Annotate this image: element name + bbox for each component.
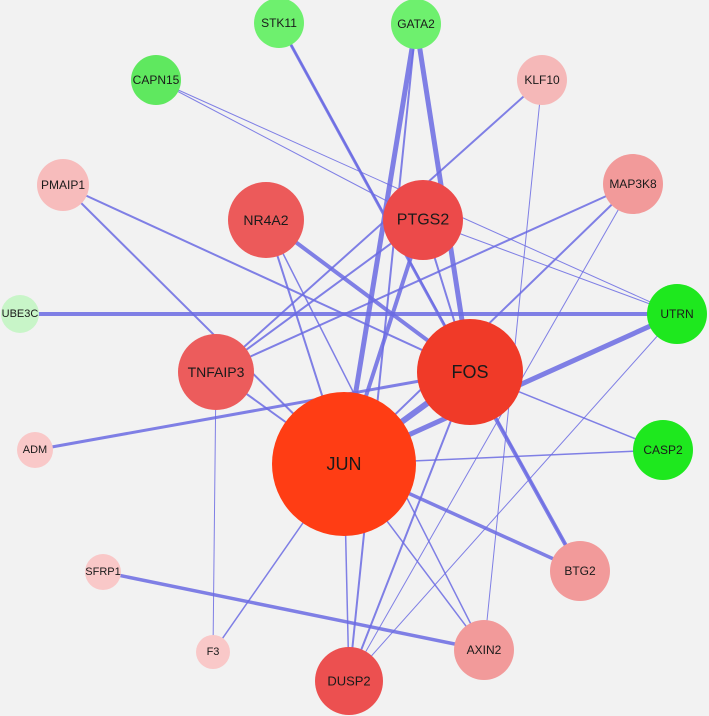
node-label: CASP2 (643, 443, 683, 457)
node-circle (17, 432, 53, 468)
node-label: STK11 (261, 16, 297, 30)
node-circle (254, 0, 304, 48)
node-label: DUSP2 (327, 674, 370, 689)
node-label: TNFAIP3 (188, 364, 245, 380)
node-circle (603, 154, 663, 214)
node-label: F3 (207, 646, 220, 658)
node-label: CAPN15 (133, 73, 180, 87)
node-circle (1, 295, 39, 333)
node-btg2: BTG2 (550, 541, 610, 601)
node-pmaip1: PMAIP1 (37, 159, 89, 211)
node-circle (383, 180, 463, 260)
edge-capn15-ptgs2 (155, 79, 424, 221)
edge-klf10-tnfaip3 (215, 79, 543, 373)
edge-ptgs2-utrn (422, 219, 678, 315)
edge-gata2-dusp2 (348, 23, 417, 682)
edge-fos-dusp2 (348, 371, 471, 682)
node-circle (85, 554, 121, 590)
node-stk11: STK11 (254, 0, 304, 48)
edge-map3k8-dusp2 (348, 183, 634, 682)
node-label: KLF10 (524, 73, 560, 87)
node-casp2: CASP2 (633, 420, 693, 480)
node-circle (196, 635, 230, 669)
node-circle (315, 647, 383, 715)
node-label: UBE3C (2, 308, 39, 320)
node-label: FOS (451, 362, 488, 382)
node-circle (550, 541, 610, 601)
node-label: MAP3K8 (609, 177, 657, 191)
node-circle (228, 182, 304, 258)
node-label: AXIN2 (467, 643, 502, 657)
node-jun: JUN (272, 392, 416, 536)
node-ptgs2: PTGS2 (383, 180, 463, 260)
node-klf10: KLF10 (517, 55, 567, 105)
node-adm: ADM (17, 432, 53, 468)
node-tnfaip3: TNFAIP3 (178, 334, 254, 410)
node-label: UTRN (660, 307, 693, 321)
node-circle (517, 55, 567, 105)
node-circle (37, 159, 89, 211)
node-label: ADM (23, 444, 47, 456)
node-capn15: CAPN15 (131, 55, 181, 105)
edge-map3k8-tnfaip3 (215, 183, 634, 373)
node-label: PMAIP1 (41, 178, 85, 192)
node-circle (131, 55, 181, 105)
node-label: SFRP1 (85, 566, 120, 578)
node-label: JUN (327, 454, 362, 474)
node-label: PTGS2 (397, 212, 450, 229)
node-f3: F3 (196, 635, 230, 669)
node-sfrp1: SFRP1 (85, 554, 121, 590)
node-circle (633, 420, 693, 480)
node-label: BTG2 (564, 564, 596, 578)
edge-tnfaip3-f3 (212, 371, 217, 653)
edge-utrn-dusp2 (348, 313, 678, 682)
edge-sfrp1-axin2 (101, 570, 486, 652)
node-nr4a2: NR4A2 (228, 182, 304, 258)
edge-pmaip1-fos (62, 184, 471, 373)
node-fos: FOS (417, 319, 523, 425)
node-circle (178, 334, 254, 410)
node-circle (647, 284, 707, 344)
node-dusp2: DUSP2 (315, 647, 383, 715)
edge-gata2-jun (341, 21, 419, 467)
node-axin2: AXIN2 (454, 620, 514, 680)
node-circle (272, 392, 416, 536)
node-map3k8: MAP3K8 (603, 154, 663, 214)
node-gata2: GATA2 (391, 0, 441, 49)
edge-ptgs2-tnfaip3 (215, 219, 424, 373)
node-circle (391, 0, 441, 49)
node-label: NR4A2 (243, 212, 288, 228)
edge-fos-adm (33, 370, 472, 452)
node-circle (454, 620, 514, 680)
node-circle (417, 319, 523, 425)
node-label: GATA2 (397, 17, 435, 31)
node-ube3c: UBE3C (1, 295, 39, 333)
node-utrn: UTRN (647, 284, 707, 344)
